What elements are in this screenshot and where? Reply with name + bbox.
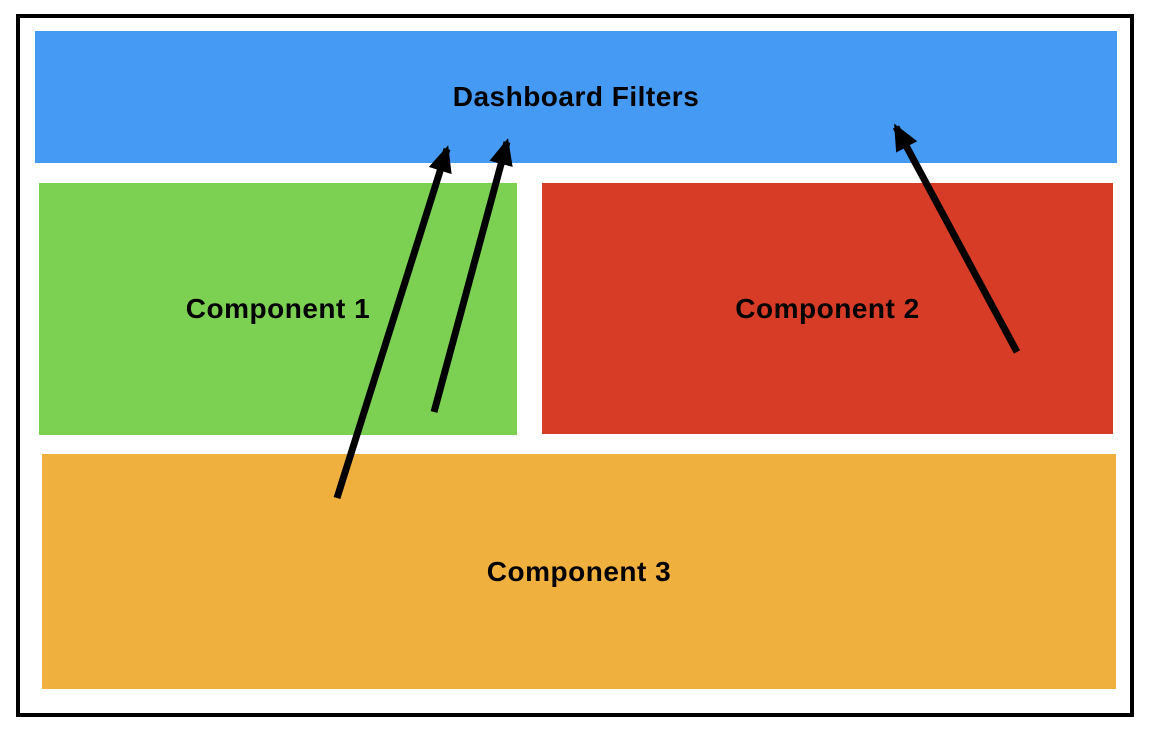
component-1-box: Component 1 xyxy=(39,183,517,435)
component-3-label: Component 3 xyxy=(486,555,672,587)
component-1-label: Component 1 xyxy=(185,293,371,324)
component-2-label: Component 2 xyxy=(735,292,920,324)
dashboard-filters-label: Dashboard Filters xyxy=(452,81,700,112)
component-2-box: Component 2 xyxy=(542,183,1113,434)
dashboard-filters-box: Dashboard Filters xyxy=(35,31,1117,163)
component-3-box: Component 3 xyxy=(42,454,1116,689)
outer-border xyxy=(16,14,1134,717)
